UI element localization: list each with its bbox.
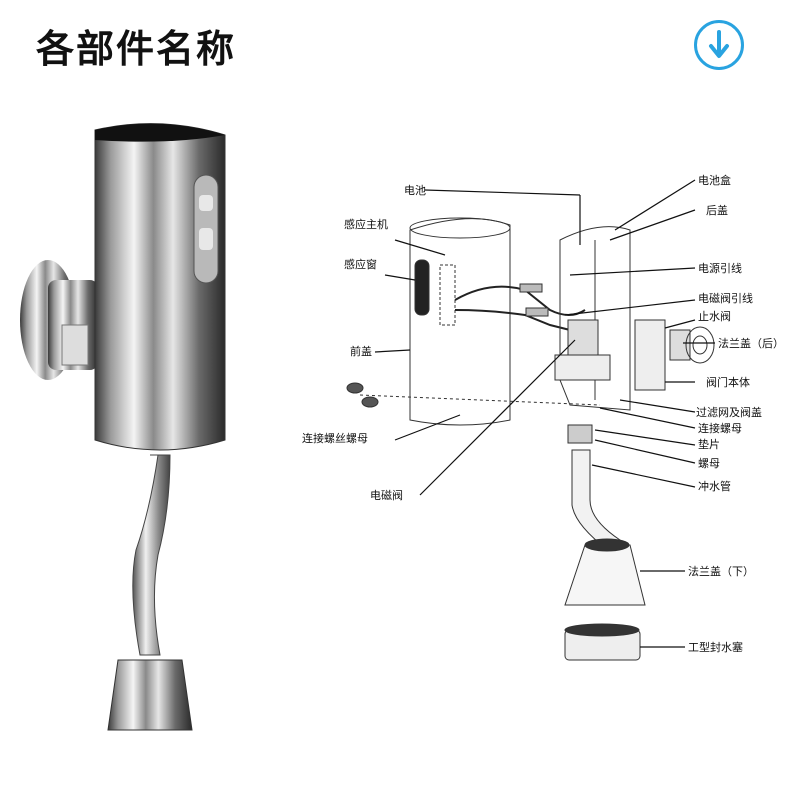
label-stop-valve: 止水阀 xyxy=(698,309,731,323)
label-t-seal-plug: 工型封水塞 xyxy=(688,640,743,654)
label-connect-screw-nut: 连接螺丝螺母 xyxy=(302,432,368,445)
flange-back-part xyxy=(685,326,715,364)
flush-pipe-part xyxy=(571,449,621,551)
flange-lower-part xyxy=(564,544,646,606)
label-sensor-host: 感应主机 xyxy=(344,217,388,231)
front-cover-part xyxy=(409,218,511,426)
label-solenoid-lead: 电磁阀引线 xyxy=(698,291,753,305)
label-back-cover: 后盖 xyxy=(706,203,728,217)
label-power-lead: 电源引线 xyxy=(698,261,742,275)
flush-pipe-photo xyxy=(132,454,171,656)
label-flange-bottom: 法兰盖（下） xyxy=(688,564,754,578)
label-battery-box: 电池盒 xyxy=(698,173,731,187)
back-cover-part xyxy=(559,226,631,411)
solenoid-valve-part xyxy=(567,319,599,361)
label-solenoid-valve: 电磁阀 xyxy=(370,488,403,502)
label-sensor-window: 感应窗 xyxy=(344,257,377,271)
bottom-flange-photo xyxy=(107,659,193,731)
label-connect-nut: 连接螺母 xyxy=(698,422,742,435)
sensor-body xyxy=(94,123,226,451)
label-gasket: 垫片 xyxy=(698,437,720,451)
page-title: 各部件名称 xyxy=(36,27,237,71)
leader-lines xyxy=(374,179,715,648)
label-battery: 电池 xyxy=(404,184,426,197)
product-photo xyxy=(20,123,226,731)
download-button[interactable] xyxy=(694,20,744,70)
wall-connector xyxy=(20,260,98,380)
label-filter-cover: 过滤网及阀盖 xyxy=(696,405,762,419)
label-front-cover: 前盖 xyxy=(350,344,372,358)
stop-valve-part xyxy=(634,319,666,391)
parts xyxy=(346,217,715,661)
sensor-window-part xyxy=(414,259,430,316)
label-flush-pipe: 冲水管 xyxy=(698,479,731,493)
label-valve-body: 阀门本体 xyxy=(706,375,750,389)
nut-part xyxy=(567,424,593,444)
arrow-down-icon xyxy=(709,30,729,58)
label-flange-back: 法兰盖（后） xyxy=(718,336,784,350)
label-nut: 螺母 xyxy=(698,457,720,470)
exploded-diagram: 电池 感应主机 感应窗 前盖 连接螺丝螺母 电磁阀 电池盒 后盖 电源引线 电磁… xyxy=(302,173,784,661)
